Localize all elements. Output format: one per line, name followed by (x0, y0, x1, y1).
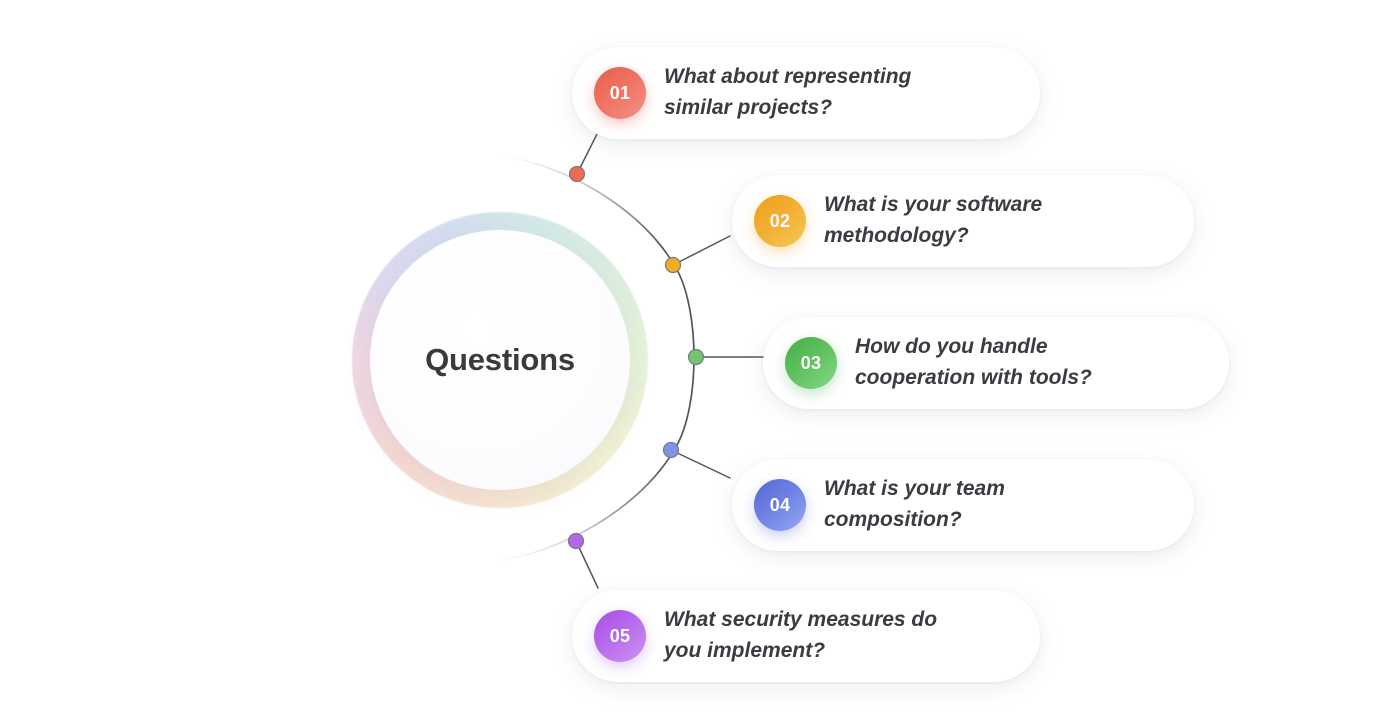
node-dot-04[interactable] (662, 441, 680, 459)
question-number-badge-01: 01 (594, 67, 646, 119)
question-number-05: 05 (609, 625, 631, 646)
question-text-01: What about representing similar projects… (664, 65, 912, 119)
hub-label: Questions (425, 342, 575, 377)
question-text-02: What is your software methodology? (824, 193, 1043, 247)
node-dot-01[interactable] (568, 165, 586, 183)
question-text-04: What is your team composition? (824, 477, 1005, 531)
question-text-05: What security measures do you implement? (664, 608, 938, 662)
question-number-badge-03: 03 (785, 337, 837, 389)
question-card-03[interactable]: 03 How do you handle cooperation with to… (763, 317, 1229, 409)
question-number-badge-04: 04 (754, 479, 806, 531)
question-card-02[interactable]: 02 What is your software methodology? (732, 175, 1194, 267)
question-card-04[interactable]: 04 What is your team composition? (732, 459, 1194, 551)
question-text-03: How do you handle cooperation with tools… (855, 335, 1092, 389)
question-number-01: 01 (609, 82, 631, 103)
hub-circle[interactable]: Questions (370, 230, 630, 490)
question-number-02: 02 (769, 210, 791, 231)
question-number-03: 03 (800, 352, 822, 373)
question-number-badge-05: 05 (594, 610, 646, 662)
node-dot-03[interactable] (687, 348, 705, 366)
question-card-05[interactable]: 05 What security measures do you impleme… (572, 590, 1040, 682)
question-number-badge-02: 02 (754, 195, 806, 247)
question-number-04: 04 (769, 494, 791, 515)
node-dot-05[interactable] (567, 532, 585, 550)
node-dot-02[interactable] (664, 256, 682, 274)
question-card-01[interactable]: 01 What about representing similar proje… (572, 47, 1040, 139)
